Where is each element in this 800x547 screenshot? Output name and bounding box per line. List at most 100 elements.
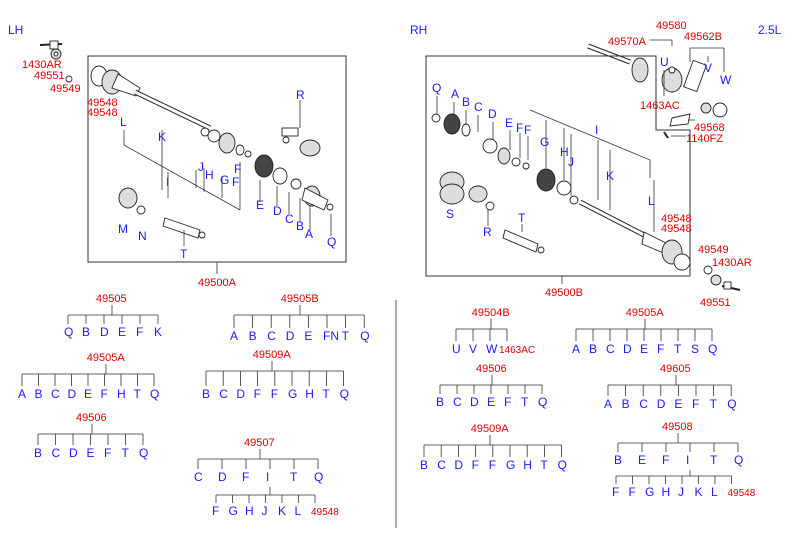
kit-item: Q [727, 397, 736, 411]
rh-label-u: U [660, 55, 669, 69]
kit-item: D [69, 446, 78, 460]
kit-item: Q [360, 329, 369, 343]
rh-callout-s: S [446, 207, 454, 221]
kit-item: Q [734, 453, 743, 467]
kit-item: Q [340, 387, 349, 401]
rh-callout-g: G [540, 135, 549, 149]
kit-item: E [638, 453, 646, 467]
kit-item: B [622, 397, 630, 411]
kit-item: I [686, 453, 689, 467]
kit-item: E [640, 342, 648, 356]
kit-item: E [674, 397, 682, 411]
kit-item: C [51, 387, 60, 401]
rh-label-49580: 49580 [656, 20, 687, 32]
lh-callout-a: A [305, 227, 313, 241]
kit-item: F [271, 387, 278, 401]
kit-item: B [202, 387, 210, 401]
kit-item: T [342, 329, 350, 343]
kit-item: D [623, 342, 632, 356]
kit-item: B [82, 325, 90, 339]
kit-sub-item: L [711, 485, 718, 499]
kit-code: 49505A [87, 352, 126, 364]
kit-item: F [504, 395, 511, 409]
kit-item: F [104, 446, 111, 460]
lh-label-49551: 49551 [34, 70, 65, 82]
kit-code: 49507 [244, 437, 275, 449]
lh-shaft-label-2: 49548 [87, 107, 118, 119]
kit-item: B [436, 395, 444, 409]
lh-shaft-drawing [90, 65, 334, 239]
kit-item: C [52, 446, 61, 460]
kit-item: H [305, 387, 314, 401]
kit-item: T [540, 458, 548, 472]
rh-callout-f2: F [524, 123, 531, 137]
lh-callout-g: G [220, 173, 229, 187]
kit-item: E [84, 387, 92, 401]
kit-item: T [710, 397, 718, 411]
rh-label-49562b: 49562B [684, 31, 722, 43]
rh-callout-r: R [483, 225, 492, 239]
kit-item: D [286, 329, 295, 343]
rh-shaft-label-1: 49548 [661, 213, 692, 225]
lh-callout-f2: F [232, 175, 239, 189]
kit-sub-item: F [629, 485, 636, 499]
kit-item: A [604, 397, 612, 411]
rh-callout-j: J [568, 155, 574, 169]
rh-label-1140fz: 1140FZ [686, 133, 723, 145]
kit-sub-item: F [212, 504, 219, 518]
kit-item: T [322, 387, 330, 401]
lh-callout-e: E [256, 198, 264, 212]
kit-item: C [194, 470, 203, 484]
lh-callout-b: B [296, 219, 304, 233]
kit-item: B [249, 329, 257, 343]
kit-item: Q [538, 395, 547, 409]
kit-item: D [68, 387, 77, 401]
kit-item: E [487, 395, 495, 409]
kit-item: C [453, 395, 462, 409]
kit-item: A [572, 342, 580, 356]
kit-item: A [230, 329, 238, 343]
lh-assembly-code: 49500A [198, 277, 237, 289]
rh-loose-parts: 49549 1430AR 49551 [698, 244, 752, 309]
kit-sub-item: J [262, 504, 268, 518]
rh-callout-d: D [488, 107, 497, 121]
kit-sub-item: 49548 [728, 488, 756, 499]
lh-assembly-box: 49500A [87, 55, 347, 289]
kit-item: F [254, 387, 261, 401]
kit-item: K [154, 325, 162, 339]
kit-item: Q [64, 325, 73, 339]
lh-callout-t: T [180, 247, 188, 261]
rh-label-1463ac: 1463AC [640, 100, 680, 112]
kit-item: W [486, 342, 498, 356]
lh-shaft-label-1: 49548 [87, 97, 118, 109]
kit-code: 49509A [471, 423, 510, 435]
kit-item: G [506, 458, 515, 472]
kit-item: FN [323, 329, 339, 343]
kit-code: 49506 [476, 363, 507, 375]
rh-callout-i: I [595, 123, 598, 137]
rh-assembly-box: 49500B [425, 55, 691, 299]
kit-item: E [87, 446, 95, 460]
kit-item: C [639, 397, 648, 411]
kit-item: T [710, 453, 718, 467]
kit-item: D [454, 458, 463, 472]
rh-label-49549: 49549 [698, 244, 729, 256]
rh-callout-e: E [505, 116, 513, 130]
lh-callout-d: D [273, 204, 282, 218]
kit-sub-item: G [645, 485, 654, 499]
kit-item: B [35, 387, 43, 401]
kit-sub-item: H [662, 485, 671, 499]
kit-sub-item: 49548 [311, 507, 339, 518]
lh-callout-j: J [198, 160, 204, 174]
kit-item: H [117, 387, 126, 401]
kit-item: C [219, 387, 228, 401]
kit-code: 49504B [472, 307, 510, 319]
lh-callout-l: L [120, 115, 127, 129]
lh-callout-i: I [166, 175, 169, 189]
